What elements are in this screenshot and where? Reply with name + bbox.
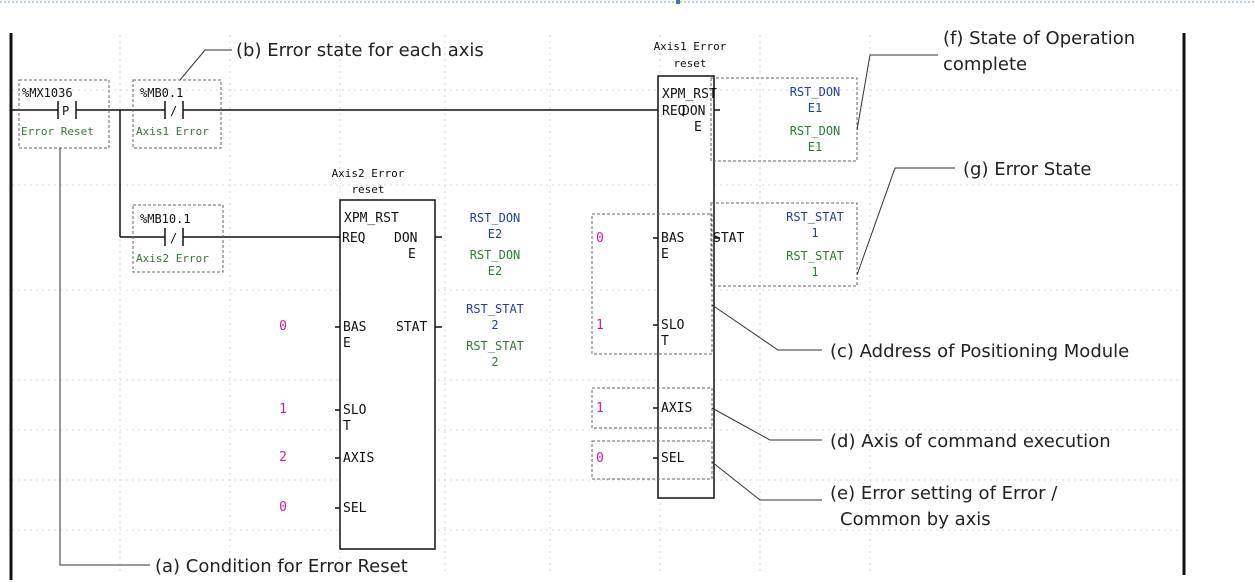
callout-e-leader bbox=[711, 461, 822, 501]
input-base: BAS bbox=[661, 231, 684, 246]
address-highlight-box bbox=[591, 213, 713, 355]
callout-c-leader bbox=[711, 304, 822, 351]
svg-text:1: 1 bbox=[811, 265, 818, 279]
stat-highlight-box bbox=[710, 202, 858, 287]
svg-text:RST_DON: RST_DON bbox=[470, 211, 521, 225]
callout-g-leader bbox=[856, 167, 955, 276]
input-axis: AXIS bbox=[343, 451, 374, 466]
contact-axis1-error[interactable]: %MB0.1 / Axis1 Error bbox=[132, 79, 222, 149]
contact-variable-name: Axis1 Error bbox=[136, 125, 209, 138]
constant-sel: 0 bbox=[596, 451, 604, 466]
input-base: BAS bbox=[343, 320, 366, 335]
fb2-done-output: RST_DON E2 RST_DON E2 bbox=[470, 211, 521, 278]
input-slot: SLO bbox=[343, 403, 367, 418]
block-title: reset bbox=[673, 57, 706, 70]
callout-d: (d) Axis of command execution bbox=[830, 431, 1111, 452]
callout-g: (g) Error State bbox=[963, 159, 1091, 180]
output-done: DON bbox=[394, 231, 417, 246]
callout-f: (f) State of Operation bbox=[943, 28, 1135, 49]
constant-base: 0 bbox=[596, 231, 604, 246]
contact-error-reset[interactable]: %MX1036 P Error Reset bbox=[18, 79, 110, 149]
callout-a: (a) Condition for Error Reset bbox=[155, 556, 408, 577]
callout-c: (c) Address of Positioning Module bbox=[830, 341, 1129, 362]
svg-text:E1: E1 bbox=[808, 140, 822, 154]
callout-d-leader bbox=[711, 407, 822, 441]
constant-slot: 1 bbox=[596, 318, 604, 333]
svg-text:RST_DON: RST_DON bbox=[470, 248, 521, 262]
callout-a-leader bbox=[59, 148, 150, 566]
constant-sel: 0 bbox=[279, 500, 287, 515]
input-axis: AXIS bbox=[661, 401, 692, 416]
input-slot: T bbox=[661, 334, 669, 349]
block-title: reset bbox=[351, 183, 384, 196]
constant-axis: 2 bbox=[279, 450, 287, 465]
svg-text:RST_STAT: RST_STAT bbox=[466, 339, 524, 353]
input-req: REQ bbox=[342, 231, 366, 246]
svg-text:E2: E2 bbox=[488, 264, 502, 278]
fb1-done-output: RST_DON E1 RST_DON E1 bbox=[790, 85, 841, 154]
svg-text:2: 2 bbox=[491, 355, 498, 369]
sel-highlight-box bbox=[591, 440, 713, 480]
block-title: Axis1 Error bbox=[654, 40, 727, 53]
svg-text:RST_DON: RST_DON bbox=[790, 124, 841, 138]
fb2-stat-output: RST_STAT 2 RST_STAT 2 bbox=[466, 302, 524, 369]
fb1-stat-output: RST_STAT 1 RST_STAT 1 bbox=[786, 210, 844, 279]
input-req: REQ bbox=[662, 104, 686, 119]
svg-text:E2: E2 bbox=[488, 227, 502, 241]
contact-symbol: P bbox=[62, 104, 69, 118]
output-done: DON bbox=[682, 104, 705, 119]
contact-address: %MX1036 bbox=[22, 86, 73, 100]
contact-address: %MB10.1 bbox=[140, 212, 191, 226]
block-title: Axis2 Error bbox=[332, 167, 405, 180]
contact-address: %MB0.1 bbox=[140, 86, 183, 100]
input-slot: T bbox=[343, 419, 351, 434]
svg-text:RST_STAT: RST_STAT bbox=[786, 249, 844, 263]
input-base: E bbox=[343, 336, 351, 351]
callout-b: (b) Error state for each axis bbox=[236, 40, 484, 61]
contact-variable-name: Axis2 Error bbox=[136, 252, 209, 265]
function-block-axis1[interactable]: Axis1 Error reset XPM_RST REQ DON E BAS … bbox=[653, 40, 744, 499]
done-highlight-box bbox=[710, 77, 858, 162]
callout-e-line2: Common by axis bbox=[840, 509, 991, 530]
constant-slot: 1 bbox=[279, 402, 287, 417]
input-sel: SEL bbox=[343, 501, 367, 516]
callout-b-leader bbox=[179, 49, 232, 81]
output-stat: STAT bbox=[396, 320, 427, 335]
constant-base: 0 bbox=[279, 319, 287, 334]
svg-text:E1: E1 bbox=[808, 101, 822, 115]
svg-text:RST_DON: RST_DON bbox=[790, 85, 841, 99]
svg-text:1: 1 bbox=[811, 226, 818, 240]
input-slot: SLO bbox=[661, 318, 685, 333]
svg-text:RST_STAT: RST_STAT bbox=[786, 210, 844, 224]
callout-e: (e) Error setting of Error / bbox=[830, 483, 1058, 504]
output-done: E bbox=[408, 247, 416, 262]
input-base: E bbox=[661, 247, 669, 262]
svg-text:2: 2 bbox=[491, 318, 498, 332]
constant-axis: 1 bbox=[596, 401, 604, 416]
callout-f-leader bbox=[856, 54, 938, 131]
output-stat: STAT bbox=[713, 231, 744, 246]
output-done: E bbox=[694, 120, 702, 135]
block-name: XPM_RST bbox=[344, 211, 399, 226]
callout-f-line2: complete bbox=[943, 54, 1027, 75]
contact-symbol: / bbox=[170, 104, 177, 118]
contact-variable-name: Error Reset bbox=[21, 125, 94, 138]
svg-text:RST_STAT: RST_STAT bbox=[466, 302, 524, 316]
block-name: XPM_RST bbox=[662, 87, 717, 102]
contact-axis2-error[interactable]: %MB10.1 / Axis2 Error bbox=[132, 204, 224, 273]
function-block-axis2[interactable]: Axis2 Error reset XPM_RST REQ DON E BAS … bbox=[332, 167, 442, 550]
input-sel: SEL bbox=[661, 451, 685, 466]
contact-symbol: / bbox=[170, 231, 177, 245]
